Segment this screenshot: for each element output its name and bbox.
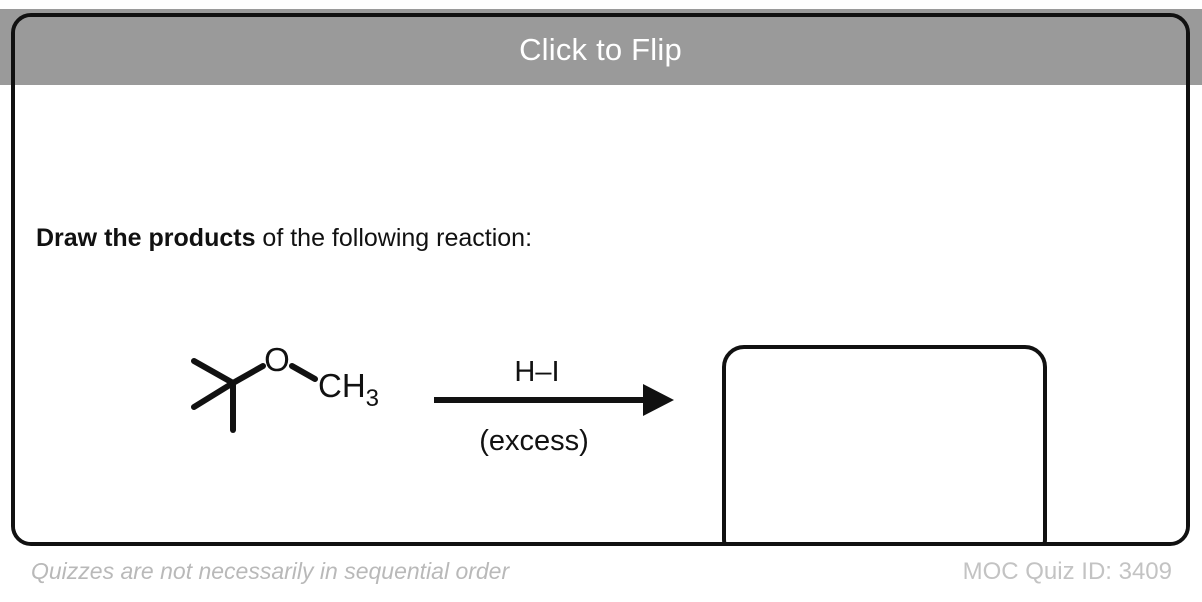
reagent-above-arrow: H–I [514,356,559,388]
reaction-scheme: O CH3 H–I (excess) [15,85,1186,542]
oxygen-atom-label: O [264,341,290,378]
footer: Quizzes are not necessarily in sequentia… [0,558,1202,602]
answer-drawing-box[interactable] [722,345,1047,542]
footer-note-label: Quizzes are not necessarily in sequentia… [31,558,510,584]
methyl-group-label: CH3 [318,367,379,412]
methyl-c-h: CH [318,367,366,404]
arrow-head [643,384,674,416]
flashcard[interactable]: Click to Flip Draw the products of the f… [11,13,1190,546]
bond-methyl-upper-left [191,358,236,386]
prompt-bold-text: Draw the products [36,224,256,252]
structure-tert-butyl-methyl-ether [191,358,318,433]
reaction-arrow [434,384,674,416]
reaction-scheme-svg: O CH3 H–I (excess) [191,341,674,457]
flashcard-header[interactable]: Click to Flip [15,17,1186,85]
quiz-id-label: MOC Quiz ID: 3409 [962,558,1172,585]
bond-o-to-methyl [289,363,318,382]
conditions-below-arrow: (excess) [479,425,589,457]
bond-c-to-o [230,363,266,386]
question-prompt: Draw the products of the following react… [36,224,532,253]
click-to-flip-label[interactable]: Click to Flip [519,32,682,67]
prompt-rest-text: of the following reaction: [255,224,533,252]
methyl-subscript: 3 [366,385,379,412]
flashcard-body: Draw the products of the following react… [15,85,1186,542]
bond-methyl-lower-left [191,380,236,410]
